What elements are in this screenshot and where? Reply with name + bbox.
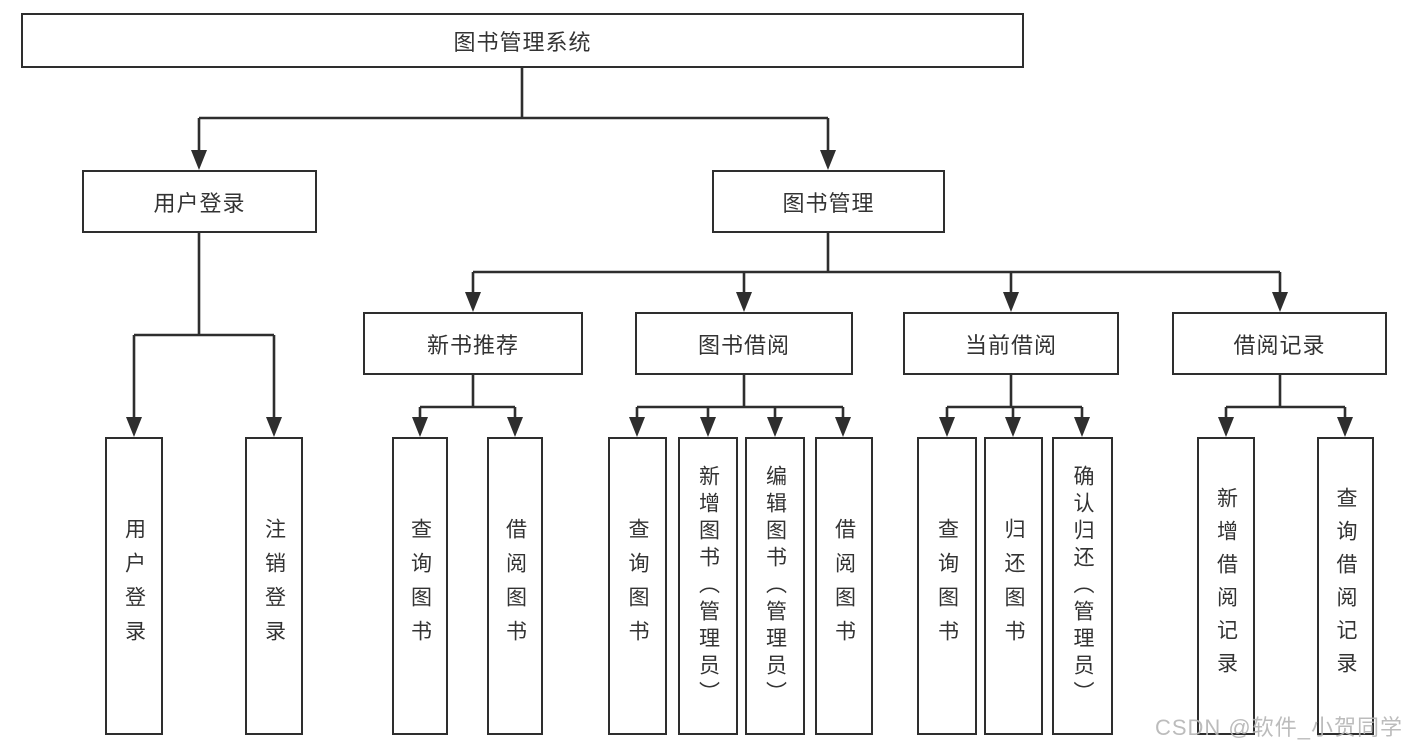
leaf-add-borrow-record: 新增借阅记录 <box>1197 437 1255 735</box>
node-book-management-label: 图书管理 <box>782 190 875 216</box>
connector-root <box>191 68 836 170</box>
leaf-logout-label: 注销登录 <box>262 518 286 654</box>
node-user-login: 用户登录 <box>82 170 317 233</box>
leaf-edit-books-admin: 编辑图书（管理员） <box>745 437 805 735</box>
connector-current-borrow <box>939 375 1090 437</box>
node-user-login-label: 用户登录 <box>153 190 246 216</box>
leaf-user-login: 用户登录 <box>105 437 163 735</box>
leaf-edit-books-admin-label: 编辑图书（管理员） <box>763 464 787 708</box>
leaf-logout: 注销登录 <box>245 437 303 735</box>
node-book-borrowing: 图书借阅 <box>635 312 853 375</box>
leaf-confirm-return-admin-label: 确认归还（管理员） <box>1071 464 1094 708</box>
connector-borrow-record <box>1218 375 1353 437</box>
leaf-borrow-books: 借阅图书 <box>815 437 873 735</box>
leaf-borrow-books-label: 借阅图书 <box>832 518 856 654</box>
connector-book-mgmt <box>465 233 1288 312</box>
connector-book-borrow <box>629 375 851 437</box>
leaf-query-books-current: 查询图书 <box>917 437 977 735</box>
connector-new-book <box>412 375 523 437</box>
node-current-borrowing-label: 当前借阅 <box>964 332 1057 358</box>
leaf-return-books: 归还图书 <box>984 437 1043 735</box>
leaf-query-borrow-record: 查询借阅记录 <box>1317 437 1374 735</box>
leaf-query-books-current-label: 查询图书 <box>935 518 959 654</box>
csdn-watermark: CSDN @软件_小贺同学 <box>1154 715 1403 740</box>
leaf-add-books-admin: 新增图书（管理员） <box>678 437 738 735</box>
node-borrowing-records-label: 借阅记录 <box>1233 332 1326 358</box>
connector-user-login <box>126 233 282 437</box>
node-book-management: 图书管理 <box>712 170 945 233</box>
leaf-user-login-label: 用户登录 <box>122 518 146 654</box>
leaf-query-books-borrowing: 查询图书 <box>608 437 667 735</box>
node-root-system: 图书管理系统 <box>21 13 1024 68</box>
leaf-query-books-recommend-label: 查询图书 <box>408 518 432 654</box>
leaf-add-borrow-record-label: 新增借阅记录 <box>1214 487 1238 685</box>
node-current-borrowing: 当前借阅 <box>903 312 1119 375</box>
leaf-confirm-return-admin: 确认归还（管理员） <box>1052 437 1113 735</box>
leaf-add-books-admin-label: 新增图书（管理员） <box>696 464 720 708</box>
node-root-label: 图书管理系统 <box>453 29 592 55</box>
leaf-query-books-recommend: 查询图书 <box>392 437 448 735</box>
node-book-borrowing-label: 图书借阅 <box>697 332 790 358</box>
leaf-query-books-borrowing-label: 查询图书 <box>626 518 649 654</box>
leaf-borrow-books-recommend: 借阅图书 <box>487 437 543 735</box>
leaf-return-books-label: 归还图书 <box>1002 518 1025 654</box>
node-borrowing-records: 借阅记录 <box>1172 312 1387 375</box>
leaf-query-borrow-record-label: 查询借阅记录 <box>1334 487 1357 685</box>
leaf-borrow-books-recommend-label: 借阅图书 <box>503 518 527 654</box>
node-new-book-recommend-label: 新书推荐 <box>426 332 519 358</box>
node-new-book-recommend: 新书推荐 <box>363 312 583 375</box>
